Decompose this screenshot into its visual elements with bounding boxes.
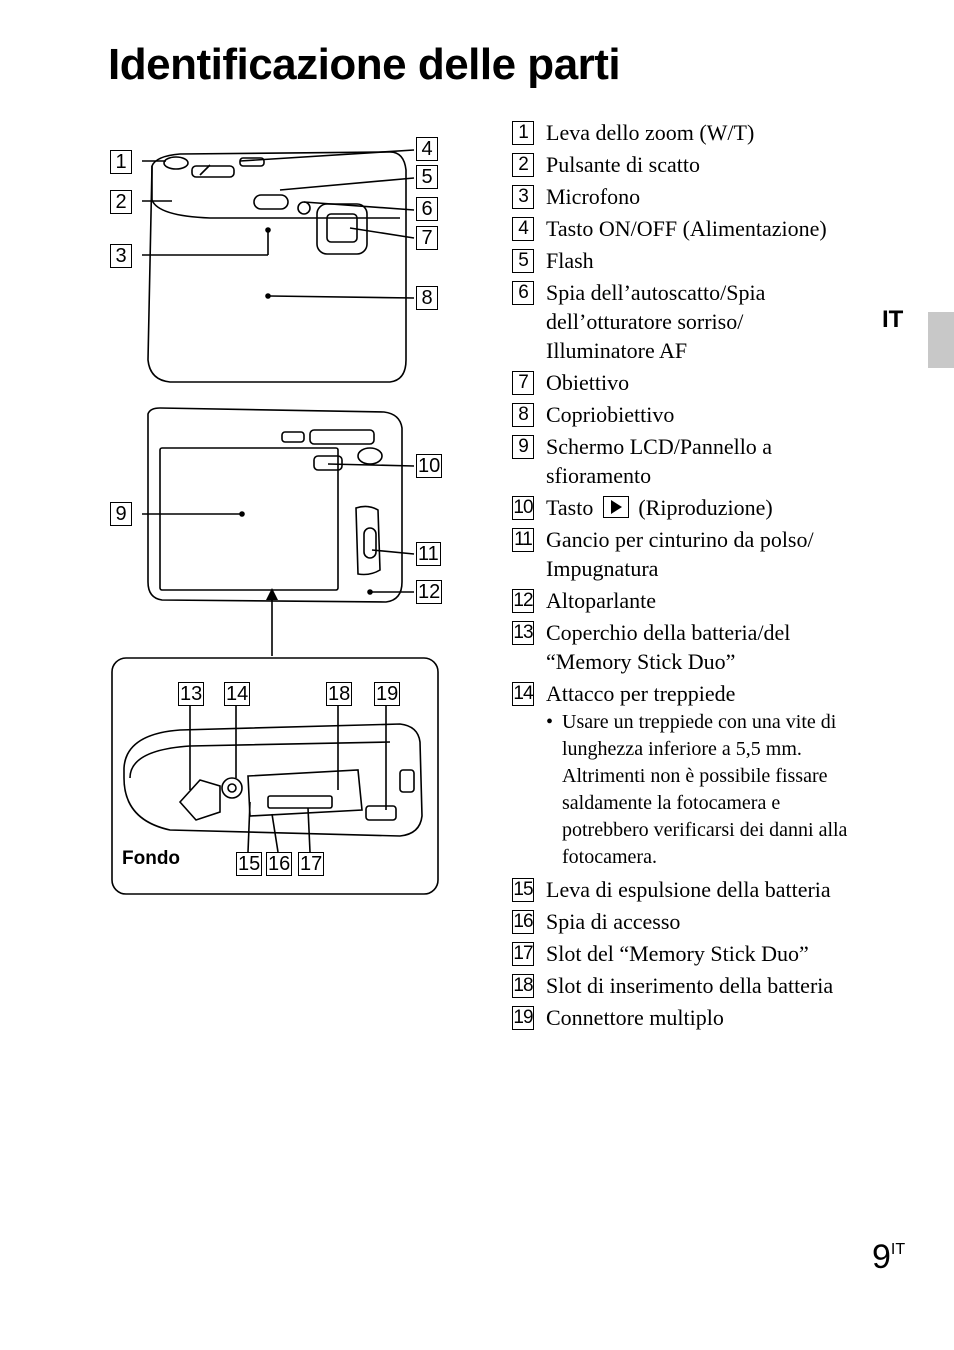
part-label: Attacco per treppiede [546, 681, 736, 706]
part-label: Tasto ON/OFF (Alimentazione) [546, 216, 827, 241]
camera-diagram: 1 2 3 4 5 6 7 8 9 10 11 12 13 14 18 19 1… [100, 130, 460, 910]
part-number: 2 [512, 153, 534, 177]
part-number: 15 [512, 878, 534, 902]
callout-12: 12 [416, 580, 443, 604]
part-label: Slot del “Memory Stick Duo” [546, 941, 809, 966]
language-label: IT [882, 306, 904, 333]
part-number: 3 [512, 185, 534, 209]
list-item: 14 Attacco per treppiede [512, 679, 872, 708]
list-item: 8 Copriobiettivo [512, 400, 872, 429]
list-item: 5 Flash [512, 246, 872, 275]
callout-18: 18 [326, 682, 353, 706]
callout-7: 7 [416, 226, 438, 250]
part-label: Spia di accesso [546, 909, 681, 934]
bottom-view-label: Fondo [122, 848, 181, 869]
callout-1: 1 [110, 150, 132, 174]
camera-illustration [111, 149, 439, 895]
part-label: Copriobiettivo [546, 402, 675, 427]
callout-6: 6 [416, 197, 438, 221]
list-item: 16 Spia di accesso [512, 907, 872, 936]
callout-19: 19 [374, 682, 401, 706]
parts-list: 1 Leva dello zoom (W/T) 2 Pulsante di scat… [512, 118, 872, 1035]
part-number: 17 [512, 942, 534, 966]
part-number: 1 [512, 121, 534, 145]
callout-3: 3 [110, 244, 132, 268]
part-label: Schermo LCD/Pannello a sfioramento [546, 434, 773, 488]
part-label: Flash [546, 248, 594, 273]
list-item: 18 Slot di inserimento della batteria [512, 971, 872, 1000]
part-number: 10 [512, 496, 534, 520]
callout-5: 5 [416, 165, 438, 189]
callout-2: 2 [110, 190, 132, 214]
part-label: Leva dello zoom (W/T) [546, 120, 755, 145]
list-item: 17 Slot del “Memory Stick Duo” [512, 939, 872, 968]
part-number: 7 [512, 371, 534, 395]
part-number: 18 [512, 974, 534, 998]
part-number: 11 [512, 528, 534, 552]
callout-8: 8 [416, 286, 438, 310]
part-number: 19 [512, 1006, 534, 1030]
part-number: 4 [512, 217, 534, 241]
page-title: Identificazione delle parti [108, 40, 621, 89]
part-label: Tasto (Riproduzione) [546, 493, 773, 522]
list-item: 1 Leva dello zoom (W/T) [512, 118, 872, 147]
callout-9: 9 [110, 502, 132, 526]
callout-15: 15 [236, 852, 263, 876]
list-item: 6 Spia dell’autoscatto/Spia dell’otturato… [512, 278, 872, 365]
list-item: 10 Tasto (Riproduzione) [512, 493, 872, 522]
list-item: 19 Connettore multiplo [512, 1003, 872, 1032]
play-icon [602, 496, 629, 518]
part-label-before: Tasto [546, 495, 594, 520]
part-label: Microfono [546, 184, 641, 209]
part-number: 9 [512, 435, 534, 459]
note-text: Usare un treppiede con una vite di lungh… [562, 711, 848, 868]
language-tab-marker [928, 312, 954, 368]
part-label: Connettore multiplo [546, 1005, 724, 1030]
part-label: Obiettivo [546, 370, 630, 395]
part-label: Coperchio della batteria/del “Memory Sti… [546, 620, 791, 674]
page-number-suffix: IT [890, 1241, 906, 1258]
tripod-note: • Usare un treppiede con una vite di lung… [546, 709, 872, 871]
part-label: Slot di inserimento della batteria [546, 973, 834, 998]
part-number: 14 [512, 682, 534, 706]
part-number: 12 [512, 589, 534, 613]
part-number: 6 [512, 281, 534, 305]
part-label: Leva di espulsione della batteria [546, 877, 831, 902]
part-label: Spia dell’autoscatto/Spia dell’otturator… [546, 280, 766, 363]
callout-10: 10 [416, 454, 443, 478]
list-item: 12 Altoparlante [512, 586, 872, 615]
list-item: 3 Microfono [512, 182, 872, 211]
callout-17: 17 [298, 852, 325, 876]
part-number: 13 [512, 621, 534, 645]
list-item: 9 Schermo LCD/Pannello a sfioramento [512, 432, 872, 490]
part-number: 8 [512, 403, 534, 427]
callout-14: 14 [224, 682, 251, 706]
part-number: 5 [512, 249, 534, 273]
part-number: 16 [512, 910, 534, 934]
callout-4: 4 [416, 137, 438, 161]
list-item: 4 Tasto ON/OFF (Alimentazione) [512, 214, 872, 243]
bullet-icon: • [546, 711, 554, 733]
part-label-after: (Riproduzione) [638, 495, 773, 520]
callout-11: 11 [416, 542, 441, 566]
list-item: 7 Obiettivo [512, 368, 872, 397]
callout-13: 13 [178, 682, 205, 706]
list-item: 15 Leva di espulsione della batteria [512, 875, 872, 904]
page-number: 9IT [872, 1238, 905, 1277]
part-label: Altoparlante [546, 588, 656, 613]
list-item: 2 Pulsante di scatto [512, 150, 872, 179]
part-label: Gancio per cinturino da polso/ Impugnatu… [546, 527, 814, 581]
page-number-value: 9 [872, 1238, 891, 1276]
list-item: 13 Coperchio della batteria/del “Memory S… [512, 618, 872, 676]
callout-16: 16 [266, 852, 293, 876]
part-label: Pulsante di scatto [546, 152, 700, 177]
list-item: 11 Gancio per cinturino da polso/ Impugna… [512, 525, 872, 583]
